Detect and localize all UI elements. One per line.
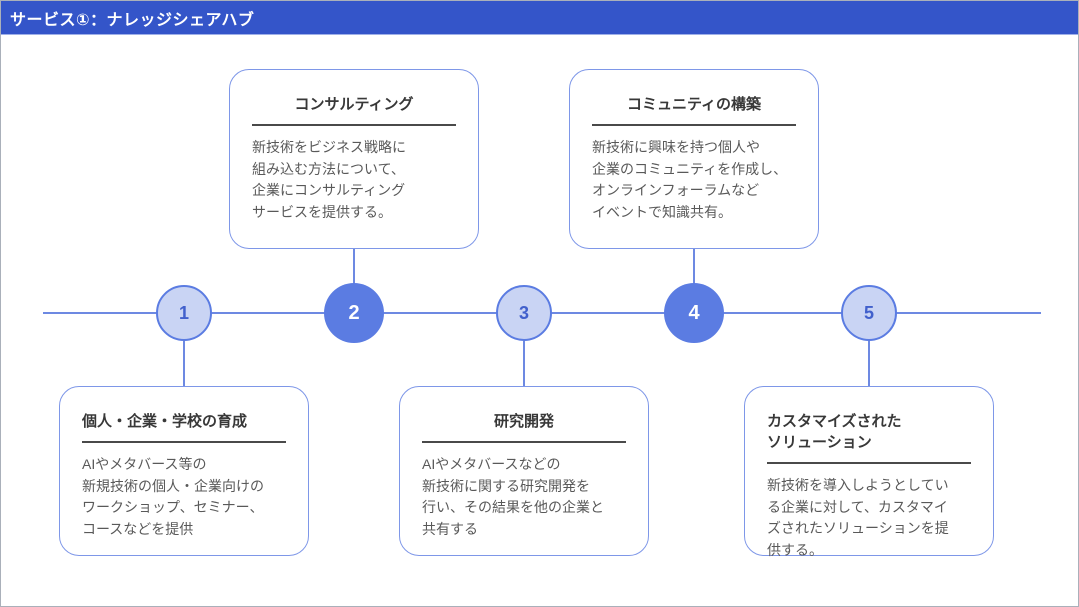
title-underline xyxy=(82,441,286,443)
card-title: 個人・企業・学校の育成 xyxy=(82,413,248,430)
title-underline xyxy=(767,462,971,464)
card-training: 個人・企業・学校の育成 AIやメタバース等の 新規技術の個人・企業向けの ワーク… xyxy=(59,386,309,556)
title-bar: サービス①：ナレッジシェアハブ xyxy=(1,1,1078,35)
node-number: 3 xyxy=(518,302,529,323)
node-number: 1 xyxy=(178,302,189,323)
card-custom-solution: カスタマイズされた ソリューション 新技術を導入しようとしてい る企業に対して、… xyxy=(744,386,994,558)
card-consulting: コンサルティング 新技術をビジネス戦略に 組み込む方法について、 企業にコンサル… xyxy=(229,69,479,249)
card-title: 研究開発 xyxy=(493,413,554,430)
card-rnd: 研究開発 AIやメタバースなどの 新技術に関する研究開発を 行い、その結果を他の… xyxy=(399,386,649,556)
connector-node3-card xyxy=(523,341,525,387)
title-underline xyxy=(592,124,796,126)
card-body: AIやメタバース等の 新規技術の個人・企業向けの ワークショップ、セミナー、 コ… xyxy=(82,456,264,538)
page-title: サービス①：ナレッジシェアハブ xyxy=(10,11,255,29)
timeline-node-3: 3 xyxy=(496,285,552,341)
title-underline xyxy=(252,124,456,126)
node-number: 4 xyxy=(688,301,700,324)
timeline-node-1: 1 xyxy=(156,285,212,341)
card-body: 新技術を導入しようとしてい る企業に対して、カスタマイ ズされたソリューションを… xyxy=(767,477,949,559)
card-body: 新技術をビジネス戦略に 組み込む方法について、 企業にコンサルティング サービス… xyxy=(252,139,406,221)
card-title: コミュニティの構築 xyxy=(626,96,762,113)
connector-node1-card xyxy=(183,341,185,387)
card-title: コンサルティング xyxy=(294,96,414,113)
card-body: 新技術に興味を持つ個人や 企業のコミュニティを作成し、 オンラインフォーラムなど… xyxy=(592,139,788,221)
connector-node2-card xyxy=(353,248,355,286)
timeline-node-4: 4 xyxy=(664,283,724,343)
node-number: 5 xyxy=(863,302,874,323)
card-title: カスタマイズされた ソリューション xyxy=(767,413,902,451)
timeline-node-5: 5 xyxy=(841,285,897,341)
connector-node4-card xyxy=(693,248,695,286)
title-underline xyxy=(422,441,626,443)
connector-node5-card xyxy=(868,341,870,387)
node-number: 2 xyxy=(348,301,360,324)
card-community: コミュニティの構築 新技術に興味を持つ個人や 企業のコミュニティを作成し、 オン… xyxy=(569,69,819,249)
card-body: AIやメタバースなどの 新技術に関する研究開発を 行い、その結果を他の企業と 共… xyxy=(422,456,604,538)
timeline-node-2: 2 xyxy=(324,283,384,343)
